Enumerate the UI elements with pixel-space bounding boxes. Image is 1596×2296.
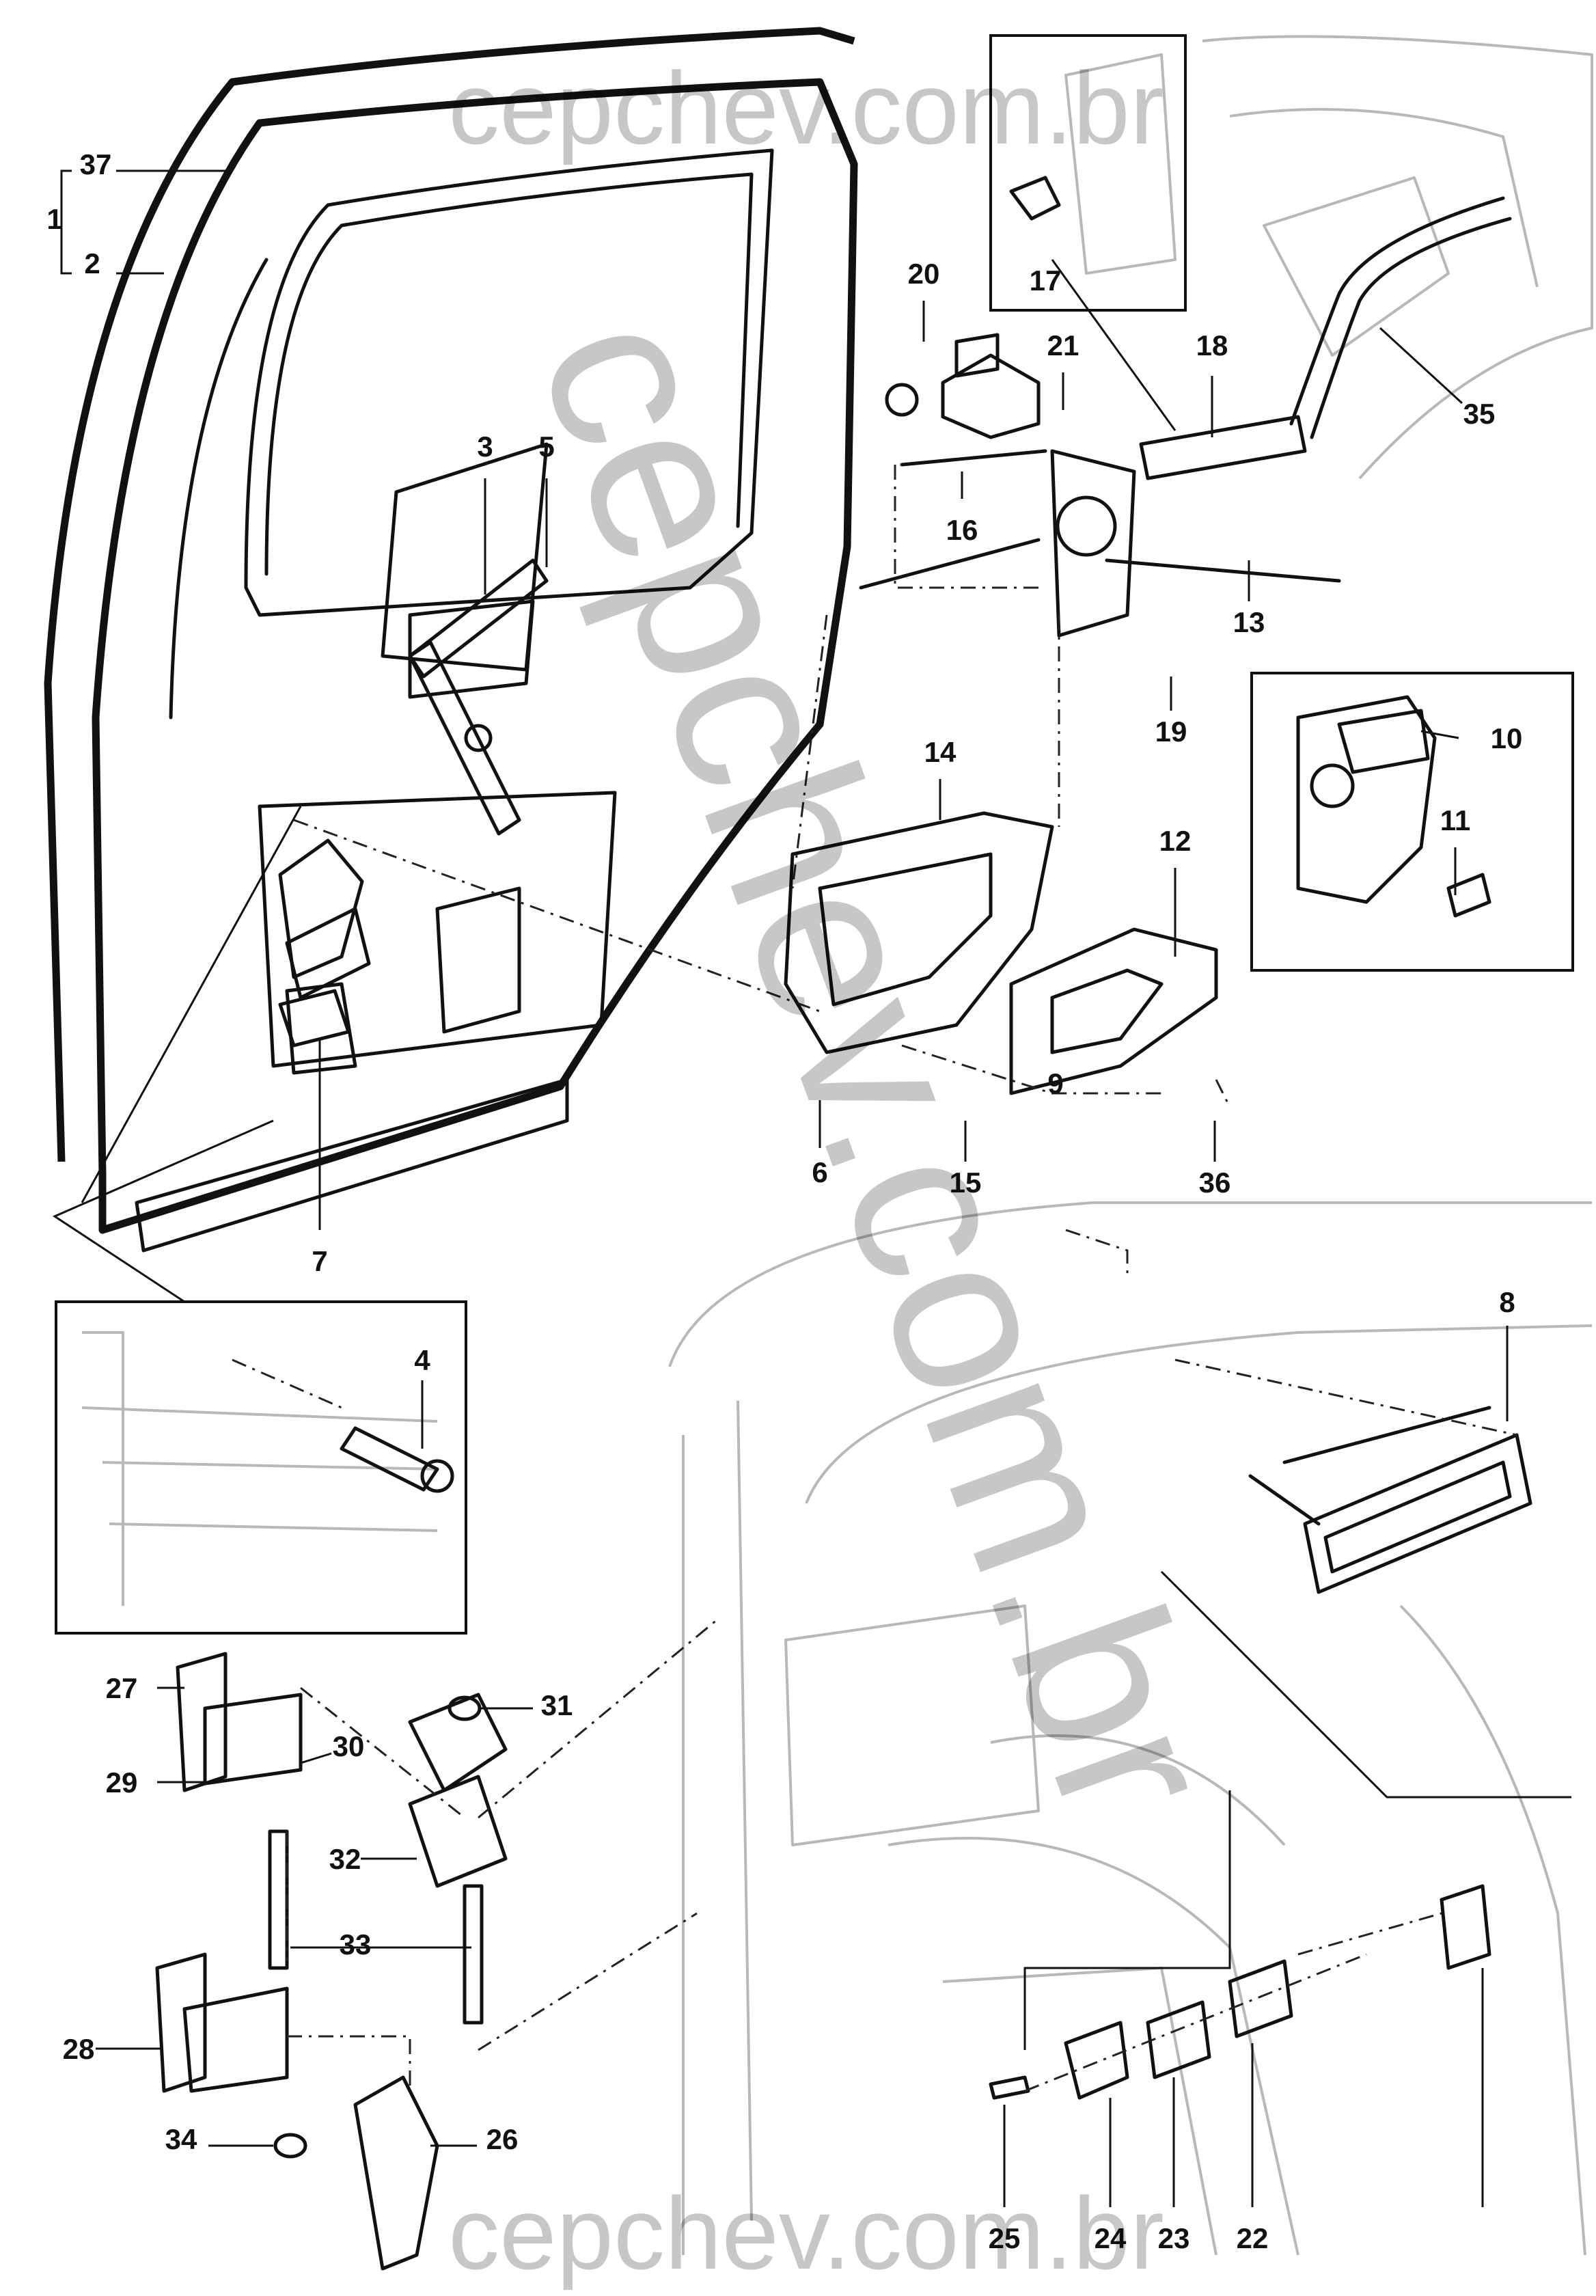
callout-30: 30 [333, 1730, 365, 1762]
callout-25: 25 [989, 2222, 1021, 2254]
callout-14: 14 [924, 736, 957, 768]
callout-10: 10 [1491, 722, 1523, 754]
outside-handle [1248, 1406, 1532, 1594]
callout-11: 11 [1440, 804, 1470, 836]
callout-28: 28 [63, 2033, 95, 2065]
watermark-diagonal: cepchev.com.br [491, 284, 1267, 1850]
callout-15: 15 [950, 1166, 982, 1199]
lock-module [1296, 695, 1491, 918]
callout-22: 22 [1237, 2222, 1269, 2254]
callout-18: 18 [1196, 329, 1228, 361]
callout-17: 17 [1030, 264, 1062, 297]
inner-handle [1009, 927, 1218, 1095]
callout-23: 23 [1158, 2222, 1190, 2254]
window-motor [278, 907, 371, 1048]
callout-27: 27 [106, 1672, 138, 1704]
watermark-top: cepchev.com.br [448, 51, 1164, 165]
callout-4: 4 [414, 1344, 430, 1376]
callout-12: 12 [1159, 825, 1192, 857]
striker-assembly [989, 1884, 1491, 2100]
callout-35: 35 [1463, 398, 1496, 430]
key-cylinder [885, 333, 1041, 439]
callout-37: 37 [80, 148, 112, 180]
callout-8: 8 [1499, 1286, 1515, 1318]
callout-21: 21 [1047, 329, 1079, 361]
callout-32: 32 [329, 1843, 361, 1875]
upper-lock-rods [859, 196, 1512, 638]
callout-34: 34 [165, 2123, 197, 2155]
callout-2: 2 [84, 247, 100, 279]
watermark-bottom: cepchev.com.br [448, 2176, 1164, 2291]
callout-6: 6 [812, 1156, 827, 1188]
hinge-assembly [155, 1652, 508, 2271]
leader-lines [52, 169, 1571, 2207]
callout-19: 19 [1155, 715, 1187, 748]
callout-1: 1 [46, 203, 62, 235]
callout-36: 36 [1199, 1166, 1231, 1199]
callout-13: 13 [1233, 606, 1265, 638]
assembly-lines [232, 465, 1517, 2092]
inner-handle-carrier [784, 811, 1054, 1054]
callout-7: 7 [312, 1245, 327, 1277]
callout-3: 3 [477, 430, 493, 463]
callout-20: 20 [908, 258, 940, 290]
callout-33: 33 [340, 1928, 372, 1960]
callout-26: 26 [486, 2123, 519, 2155]
callout-31: 31 [541, 1689, 573, 1721]
key-cap [1009, 53, 1177, 275]
callout-5: 5 [538, 430, 554, 463]
callout-16: 16 [946, 514, 978, 546]
lock-module-inset [1250, 672, 1574, 972]
bolt-inset-content [81, 1331, 454, 1606]
callout-24: 24 [1095, 2222, 1127, 2254]
window-regulator [408, 558, 549, 836]
callout-29: 29 [106, 1766, 138, 1799]
callout-9: 9 [1047, 1067, 1063, 1099]
